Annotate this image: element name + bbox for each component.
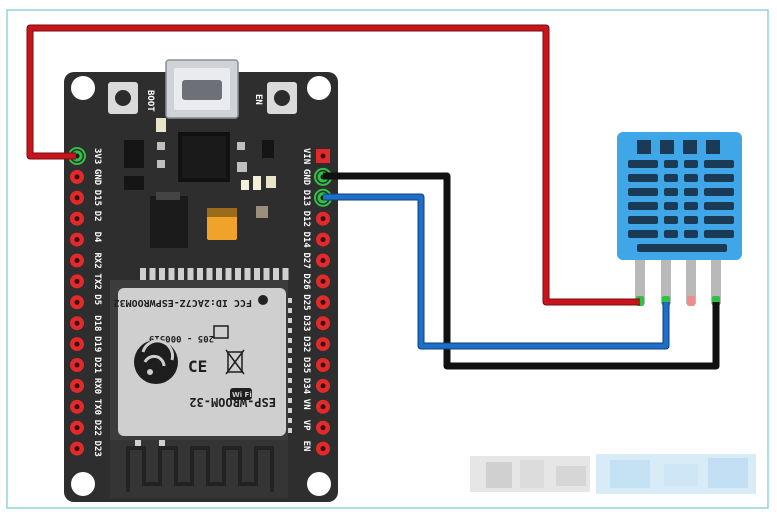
pin-left-d22[interactable] [70,420,84,435]
pin-right-d12[interactable] [316,211,330,226]
pin-right-vp[interactable] [316,420,330,435]
pin-label-right-d27: D27 [301,253,311,269]
pin-left-d23[interactable] [70,441,84,456]
boot-button[interactable] [108,82,138,114]
pin-right-d25[interactable] [316,295,330,310]
pin-label-left-d2: D2 [92,211,102,222]
pin-right-d14[interactable] [316,232,330,247]
capacitor-band [207,208,237,217]
pin-right-vn[interactable] [316,399,330,414]
mounting-hole [307,472,331,496]
wifi-badge: Wi Fi [232,391,252,399]
pin-label-right-d32: D32 [301,336,311,352]
pin-right-vin[interactable] [316,149,330,163]
pin-label-right-vn: VN [301,399,311,410]
pin-right-en[interactable] [316,441,330,456]
pcb-antenna [126,446,274,492]
gnd-wire[interactable] [323,174,718,368]
pin-label-left-d4: D4 [92,232,102,243]
esp-wroom-module: FCC ID:2AC7Z-ESPWROOM32 205 - 000519 CE … [110,280,288,498]
mounting-hole [71,76,95,100]
pin-label-right-vin: VIN [301,148,311,164]
blurred-watermark [470,454,756,494]
pin-label-left-rx2: RX2 [92,253,102,269]
esp32-board: BOOT EN [64,59,338,502]
ce-mark: CE [188,357,207,376]
wires [26,24,720,370]
usb-port [165,59,239,119]
trash-bin-mark [225,349,245,375]
data-wire[interactable] [323,194,669,349]
voltage-regulator [150,192,188,248]
pin-label-right-d26: D26 [301,273,311,289]
pin-label-left-d15: D15 [92,190,102,206]
mounting-hole [307,76,331,100]
pin-label-right-d14: D14 [301,232,311,249]
pin-left-d5[interactable] [70,295,84,310]
dht11-sensor [617,132,742,306]
pin-label-right-d34: D34 [301,378,311,395]
pin-label-right-en: EN [301,441,311,452]
en-button[interactable] [267,82,297,114]
pin-label-right-d25: D25 [301,294,311,310]
pin-label-left-d19: D19 [92,336,102,352]
pin-right-d34[interactable] [316,378,330,393]
pin-label-right-d13: D13 [301,190,311,206]
boot-label: BOOT [145,90,155,112]
pin-right-d27[interactable] [316,253,330,268]
pin-label-right-gnd: GND [301,169,311,186]
mounting-hole [71,472,95,496]
sensor-pin-data[interactable] [661,258,671,306]
smd-components [124,118,276,218]
sensor-pin-nc[interactable] [686,258,696,306]
pin-right-d26[interactable] [316,274,330,289]
sensor-grill [628,140,734,252]
pin-label-left-d21: D21 [92,357,102,373]
pin-label-left-d5: D5 [92,294,102,305]
usb-uart-chip [178,132,230,182]
module-model-text: ESP-WROOM-32 [189,395,276,409]
pin-label-left-gnd: GND [92,169,102,186]
pin-left-tx0[interactable] [70,399,84,414]
pin-label-left-d23: D23 [92,441,102,457]
espressif-logo [134,339,178,384]
sensor-pin-gnd[interactable] [711,258,721,306]
en-label: EN [253,94,263,105]
pin-label-left-3v3: 3V3 [92,148,102,164]
pin-label-right-d33: D33 [301,315,311,331]
vcc-wire[interactable] [27,25,640,305]
pin-left-tx2[interactable] [70,274,84,289]
pin-left-rx0[interactable] [70,378,84,393]
pin-right-d33[interactable] [316,316,330,331]
module-fcc-text: FCC ID:2AC7Z-ESPWROOM32 [114,297,252,308]
pin-left-d21[interactable] [70,358,84,372]
pin-right-d32[interactable] [316,337,330,352]
pin-left-d18[interactable] [70,316,84,331]
pin-left-d19[interactable] [70,337,84,352]
pin-left-d2[interactable] [70,211,84,226]
pin-label-left-rx0: RX0 [92,378,102,394]
pin-right-d35[interactable] [316,358,330,372]
pin-label-right-d35: D35 [301,357,311,373]
pin-label-right-d12: D12 [301,211,311,227]
pin-label-left-tx0: TX0 [92,399,102,415]
pin-label-right-vp: VP [301,420,311,431]
pin-left-d15[interactable] [70,190,84,205]
pin-left-d4[interactable] [70,232,84,247]
module-cert-text: 205 - 000519 [149,333,214,343]
pin-left-rx2[interactable] [70,253,84,268]
pin-label-left-tx2: TX2 [92,273,102,289]
pin-label-left-d18: D18 [92,315,102,331]
pin-left-gnd[interactable] [70,169,84,184]
pin-label-left-d22: D22 [92,420,102,436]
